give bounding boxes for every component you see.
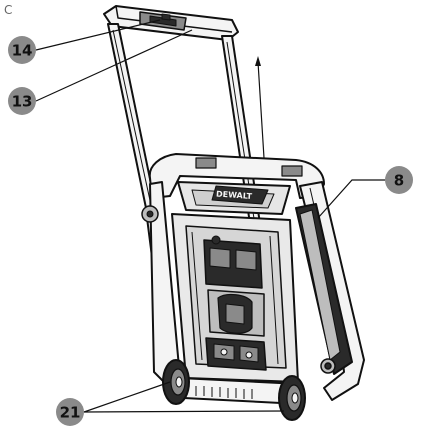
callout-21-label: 21 — [60, 404, 81, 422]
radio-body: DEWALT — [141, 153, 365, 405]
callout-21: 21 — [56, 398, 84, 426]
callout-8: 8 — [385, 166, 413, 194]
cord-nub — [320, 358, 336, 374]
leader-lines — [35, 19, 385, 413]
wheel-left — [162, 359, 190, 405]
leader-21-b — [83, 410, 285, 413]
leader-21-a — [83, 381, 171, 413]
callout-14-label: 14 — [12, 42, 33, 60]
leader-14 — [35, 19, 161, 51]
leader-13 — [35, 29, 193, 102]
callout-14: 14 — [8, 36, 36, 64]
pull-direction-arrow — [255, 56, 265, 159]
leader-8 — [317, 179, 385, 219]
wheel-right — [278, 375, 306, 421]
brand-badge-text: DEWALT — [216, 189, 253, 201]
top-frame — [148, 153, 325, 199]
brand-badge: DEWALT — [211, 185, 269, 205]
callout-13-label: 13 — [12, 93, 33, 111]
corner-mark: C — [4, 3, 12, 17]
callout-13: 13 — [8, 87, 36, 115]
callout-8-label: 8 — [394, 172, 404, 190]
